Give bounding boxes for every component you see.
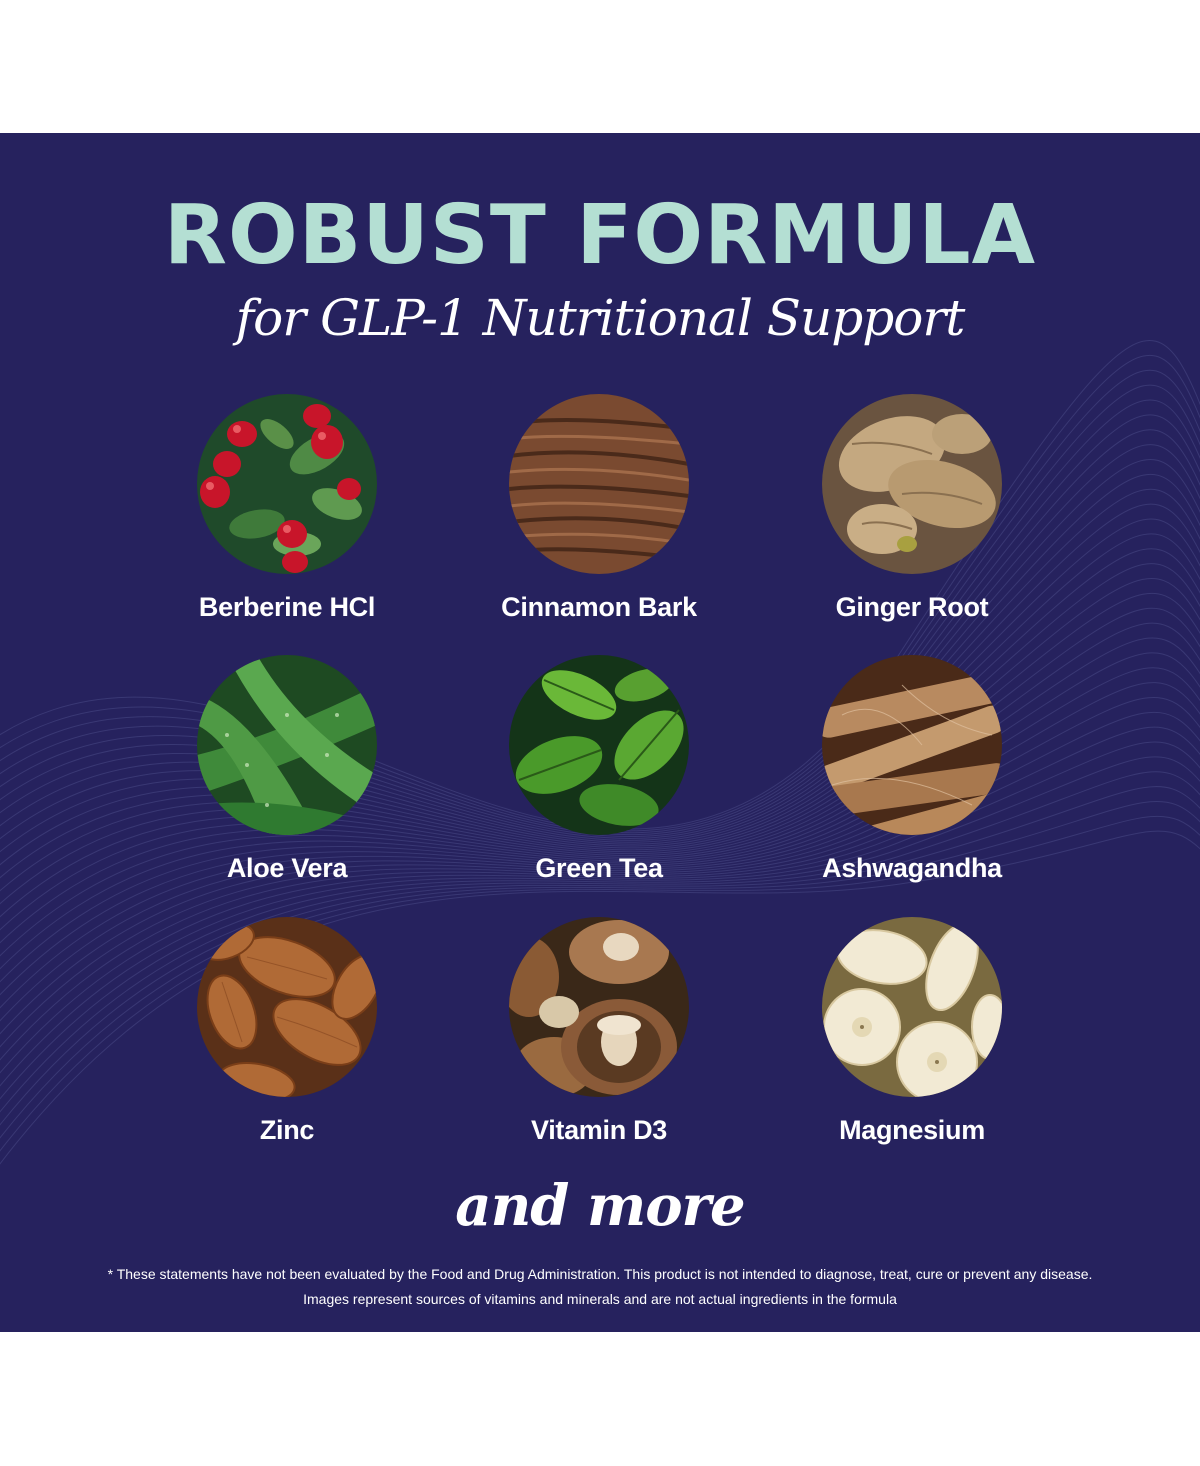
- wave-line: [0, 652, 1200, 1009]
- ingredient-label: Vitamin D3: [530, 1115, 668, 1145]
- wave-line: [0, 518, 1200, 892]
- ginger-root-image: [822, 394, 1002, 574]
- ingredient-label: Berberine HCl: [198, 592, 376, 622]
- wave-line: [0, 741, 1200, 1087]
- aloe-vera-image: [197, 655, 377, 835]
- and-more-text: and more: [455, 1173, 745, 1239]
- ingredient-label: Magnesium: [839, 1115, 985, 1145]
- green-tea-leaves-image: [509, 655, 689, 835]
- cinnamon-bark-image: [509, 394, 689, 574]
- wave-line: [0, 607, 1200, 970]
- wave-line: [0, 815, 1200, 1152]
- wave-line: [0, 696, 1200, 1048]
- page-title: ROBUST FORMULA: [163, 188, 1037, 283]
- wave-line: [0, 592, 1200, 957]
- ingredient-label: Zinc: [259, 1115, 315, 1145]
- fda-disclaimer: * These statements have not been evaluat…: [107, 1266, 1093, 1282]
- ingredient-label: Cinnamon Bark: [501, 592, 697, 622]
- formula-panel: ROBUST FORMULA for GLP-1 Nutritional Sup…: [0, 133, 1200, 1332]
- wave-line: [0, 548, 1200, 918]
- wave-line: [0, 726, 1200, 1074]
- page-subtitle: for GLP-1 Nutritional Support: [235, 289, 966, 347]
- wave-line: [0, 800, 1200, 1139]
- wave-line: [0, 711, 1200, 1061]
- wave-line: [0, 533, 1200, 905]
- ingredient-label: Ginger Root: [835, 592, 989, 622]
- ashwagandha-roots-image: [822, 655, 1002, 835]
- wave-line: [0, 563, 1200, 931]
- wave-line: [0, 682, 1200, 1035]
- berberine-berries-image: [197, 394, 377, 574]
- almonds-image: [197, 917, 377, 1097]
- ingredient-label: Aloe Vera: [226, 853, 348, 883]
- wave-line: [0, 637, 1200, 996]
- wave-line: [0, 786, 1200, 1126]
- wave-line: [0, 667, 1200, 1022]
- ingredient-label: Green Tea: [535, 853, 663, 883]
- wave-line: [0, 503, 1200, 879]
- wave-line: [0, 771, 1200, 1113]
- mushrooms-image: [509, 917, 689, 1097]
- ingredient-label: Ashwagandha: [822, 853, 1002, 883]
- banana-slices-image: [822, 917, 1002, 1097]
- wave-line: [0, 578, 1200, 944]
- wave-line: [0, 622, 1200, 983]
- wave-line: [0, 756, 1200, 1100]
- images-disclaimer: Images represent sources of vitamins and…: [303, 1291, 897, 1307]
